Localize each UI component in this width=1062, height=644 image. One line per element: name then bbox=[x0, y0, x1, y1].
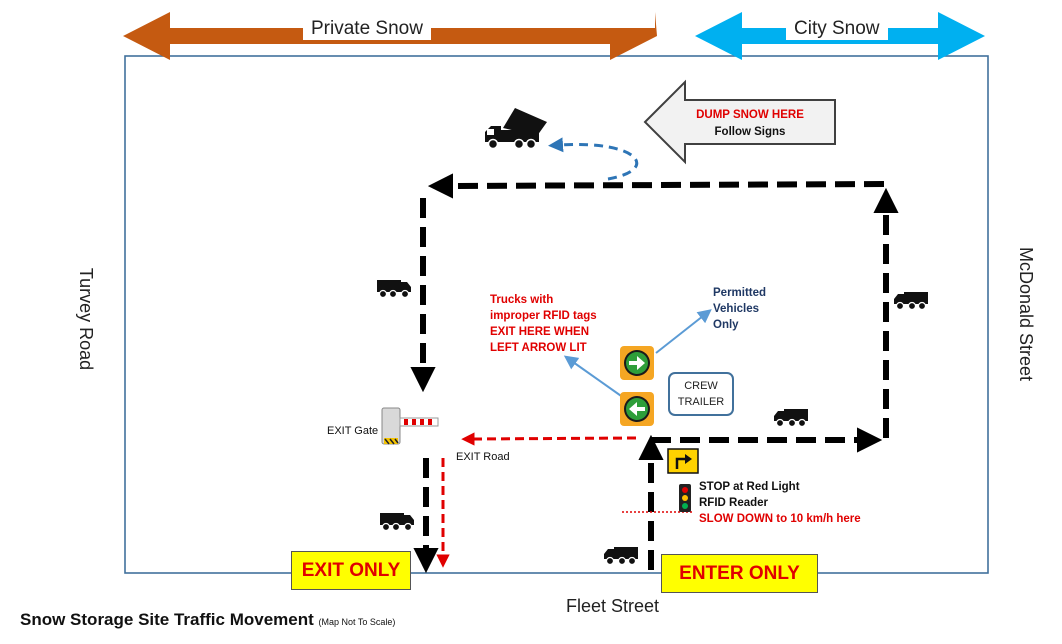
crew-trailer-line: CREW bbox=[684, 380, 718, 392]
dump-snow-title: DUMP SNOW HERE bbox=[696, 109, 804, 121]
entry-notes: STOP at Red Light RFID Reader SLOW DOWN … bbox=[699, 479, 861, 527]
truck-icon bbox=[774, 409, 808, 428]
permitted-vehicles-note: Permitted Vehicles Only bbox=[713, 285, 766, 333]
exit-road-arrow bbox=[436, 432, 637, 568]
rfid-note-line: Trucks with bbox=[490, 294, 554, 306]
street-label-fleet: Fleet Street bbox=[566, 596, 660, 616]
exit-only-box: EXIT ONLY bbox=[291, 551, 411, 590]
dump-snow-sign: DUMP SNOW HERE Follow Signs bbox=[688, 107, 812, 141]
dump-direction-dashed-arrow bbox=[548, 137, 639, 181]
turn-right-sign-icon bbox=[667, 448, 699, 474]
truck-icon bbox=[377, 280, 411, 299]
crew-trailer-line: TRAILER bbox=[677, 396, 725, 408]
truck-icon bbox=[380, 513, 414, 532]
map-scale-note: (Map Not To Scale) bbox=[318, 617, 396, 627]
dump-truck-icon bbox=[485, 108, 547, 150]
crew-trailer-box: CREW TRAILER bbox=[668, 372, 734, 416]
site-boundary bbox=[124, 55, 989, 574]
exit-road-label: EXIT Road bbox=[456, 451, 510, 463]
exit-gate-barrier-icon bbox=[381, 407, 439, 445]
exit-gate-label: EXIT Gate bbox=[327, 425, 379, 437]
dump-snow-subtitle: Follow Signs bbox=[714, 126, 786, 138]
green-right-arrow-signal-icon bbox=[620, 346, 654, 380]
traffic-route-loop bbox=[410, 173, 899, 574]
map-title: Snow Storage Site Traffic Movement (Map … bbox=[20, 610, 395, 630]
rfid-note-line: improper RFID tags bbox=[490, 310, 597, 322]
enter-only-box: ENTER ONLY bbox=[661, 554, 818, 593]
truck-icon bbox=[604, 547, 638, 566]
permitted-line: Vehicles bbox=[713, 303, 760, 315]
signal-pointer-arrows bbox=[563, 309, 712, 399]
street-label-turvey: Turvey Road bbox=[76, 268, 96, 370]
truck-icon bbox=[894, 292, 928, 311]
dump-snow-arrow-shape bbox=[643, 79, 836, 165]
permitted-line: Only bbox=[713, 319, 739, 331]
private-snow-label: Private Snow bbox=[303, 18, 431, 40]
city-snow-label: City Snow bbox=[786, 18, 888, 40]
stop-note: STOP at Red Light bbox=[699, 481, 800, 493]
rfid-exit-note: Trucks with improper RFID tags EXIT HERE… bbox=[490, 292, 597, 356]
traffic-light-icon bbox=[679, 484, 691, 512]
permitted-line: Permitted bbox=[713, 287, 767, 299]
map-title-text: Snow Storage Site Traffic Movement bbox=[20, 610, 314, 629]
street-label-mcdonald: McDonald Street bbox=[1016, 247, 1036, 381]
green-left-arrow-signal-icon bbox=[620, 392, 654, 426]
slow-down-note: SLOW DOWN to 10 km/h here bbox=[699, 513, 861, 525]
rfid-reader-note: RFID Reader bbox=[699, 497, 769, 509]
rfid-note-line: EXIT HERE WHEN bbox=[490, 326, 590, 338]
rfid-note-line: LEFT ARROW LIT bbox=[490, 342, 587, 354]
